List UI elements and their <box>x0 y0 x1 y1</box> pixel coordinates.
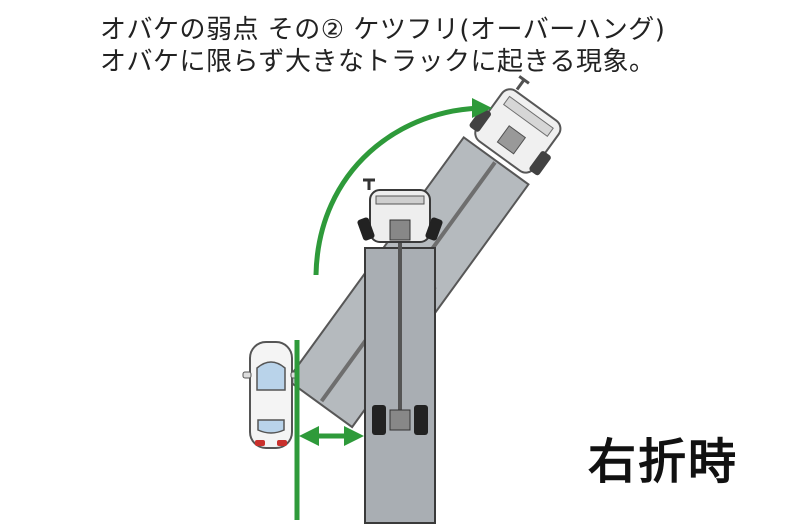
swing-arrow-icon <box>313 98 492 276</box>
title-line-2: オバケに限らず大きなトラックに起きる現象。 <box>100 47 656 77</box>
straight-truck <box>357 178 443 524</box>
car-icon <box>242 341 300 449</box>
title-line-1: オバケの弱点 その② ケツフリ(オーバーハング) <box>100 15 666 45</box>
title-block: オバケの弱点 その② ケツフリ(オーバーハング) オバケに限らず大きなトラックに… <box>100 14 740 78</box>
corner-label: 右折時 <box>588 434 739 490</box>
